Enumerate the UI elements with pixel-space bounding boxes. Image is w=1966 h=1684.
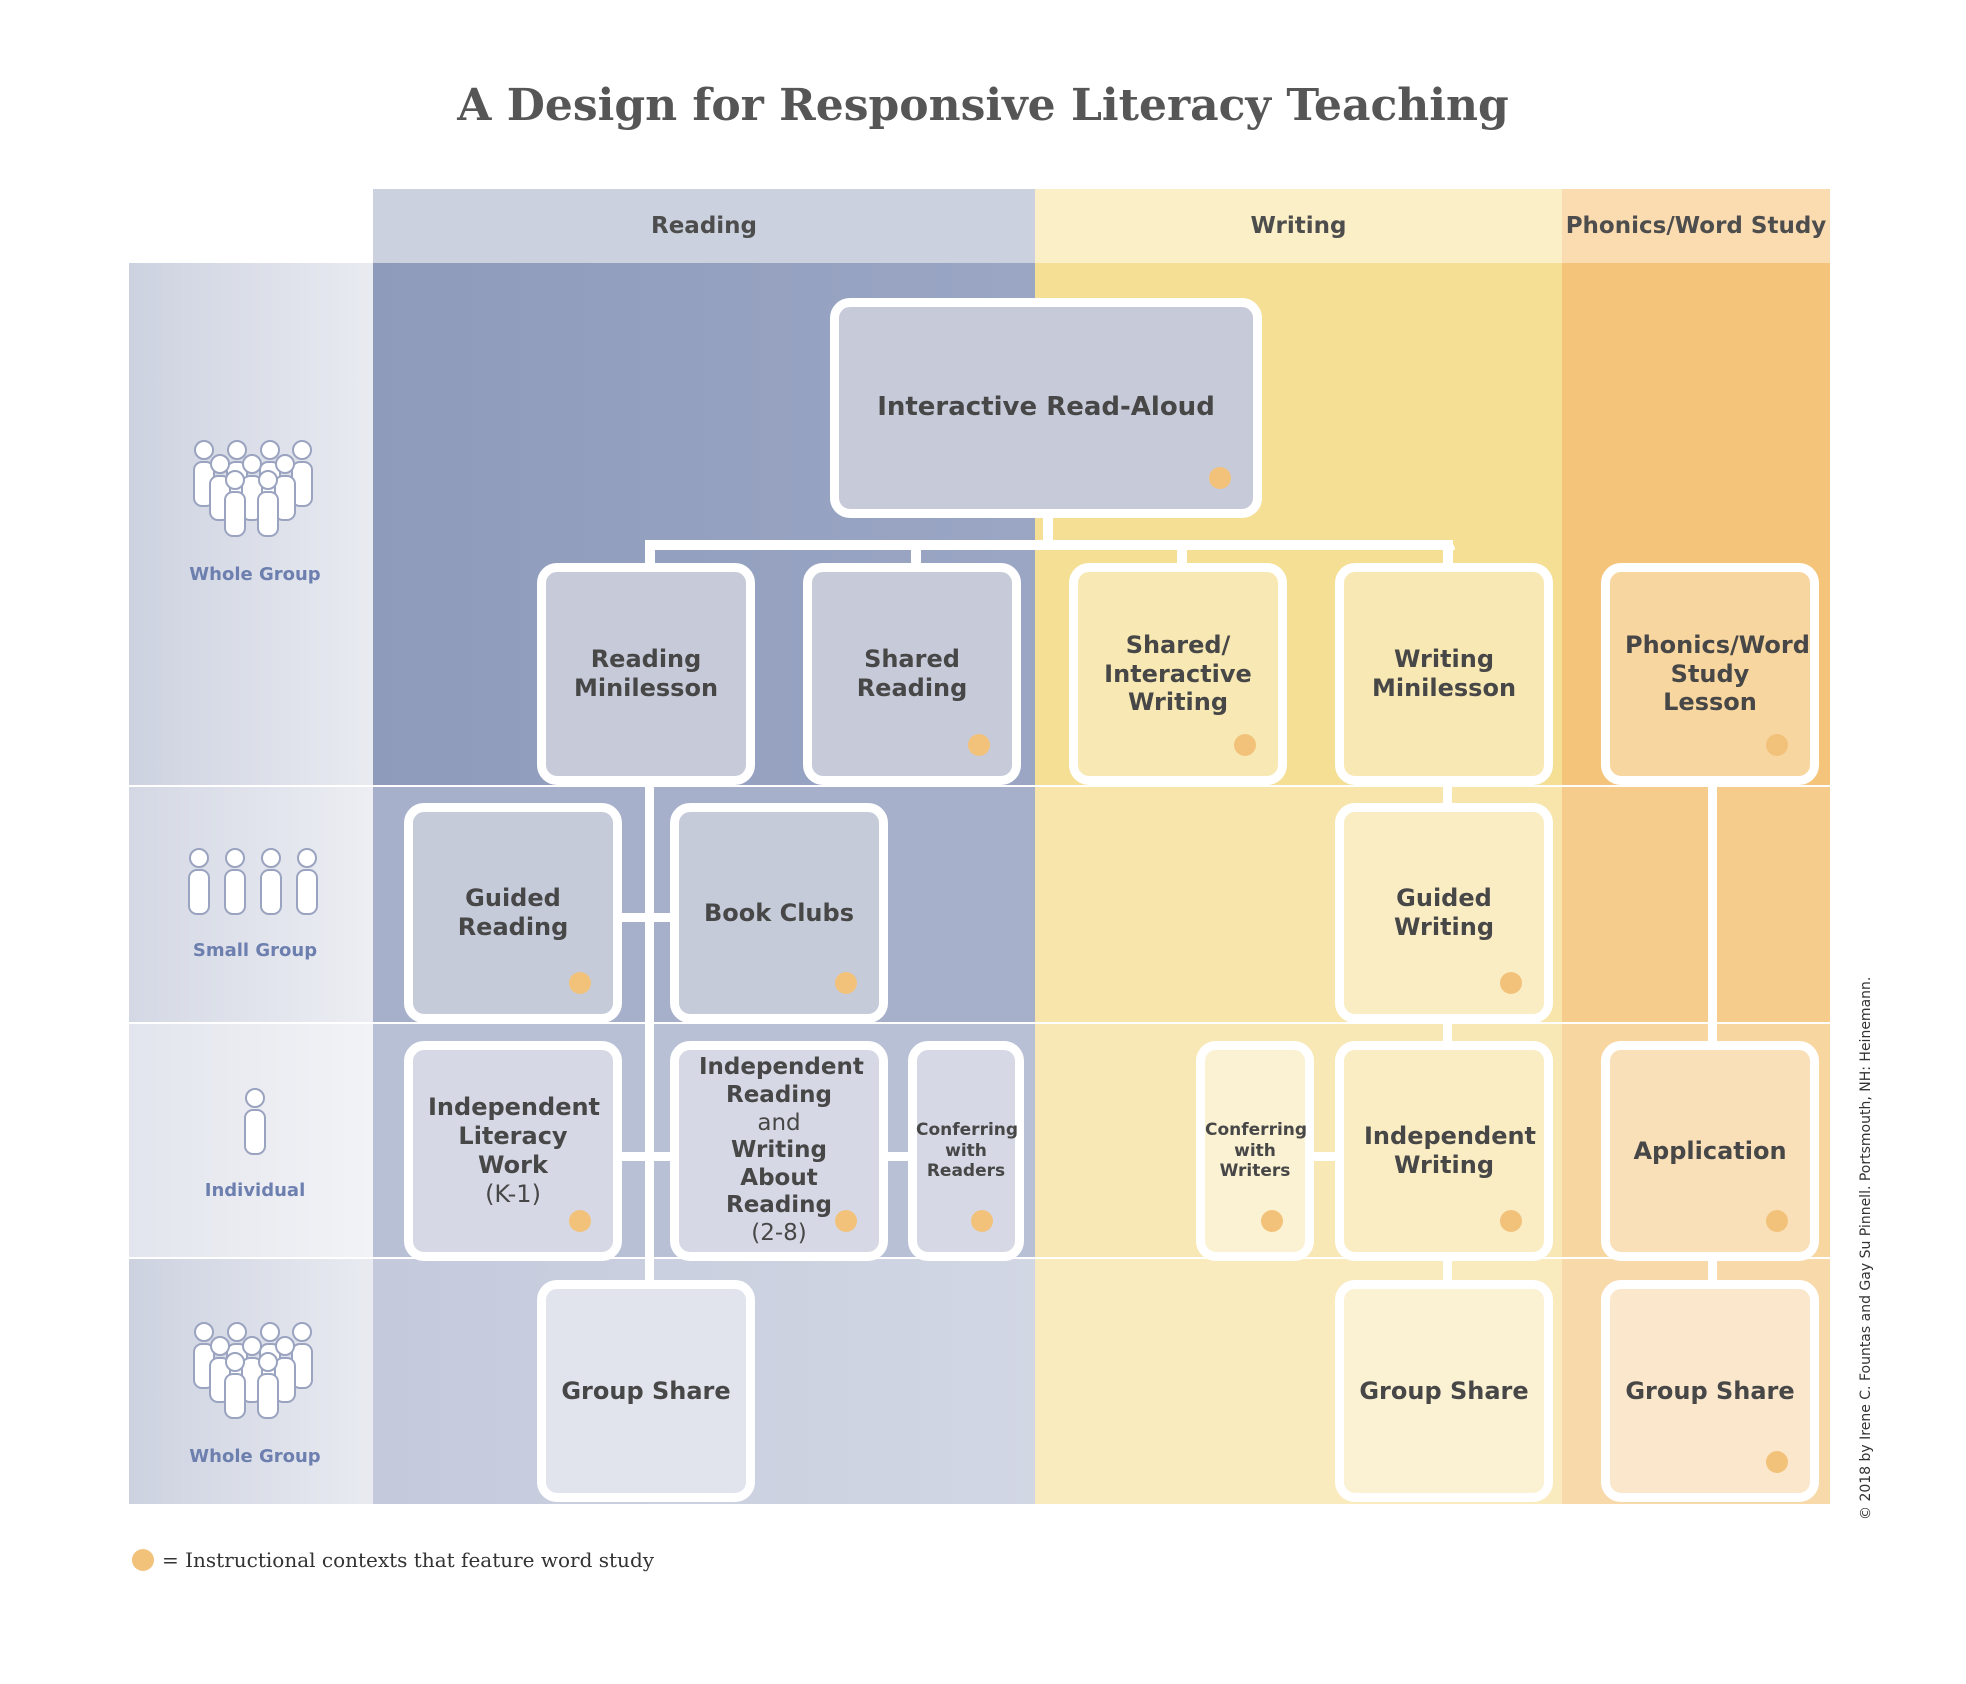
connector: [911, 540, 921, 570]
word-study-dot: [1500, 1210, 1522, 1232]
card-label: Application: [1633, 1136, 1787, 1165]
card-phonics-word-study-lesson: Phonics/Word Study Lesson: [1601, 563, 1819, 785]
card-label: Group Share: [561, 1376, 731, 1405]
card-application: Application: [1601, 1041, 1819, 1261]
card-label: Shared Reading: [856, 645, 968, 702]
word-study-dot: [1234, 734, 1256, 756]
card-label: Guided Writing: [1393, 884, 1495, 941]
card-group-share-writing: Group Share: [1335, 1280, 1553, 1502]
whole-group-icon: [193, 1322, 313, 1419]
row-label-whole-group-bottom: Whole Group: [189, 1446, 321, 1467]
word-study-dot: [835, 972, 857, 994]
row-label-individual: Individual: [204, 1180, 306, 1201]
word-study-dot: [132, 1549, 154, 1571]
connector: [1708, 1254, 1717, 1282]
row-band-small-group: [129, 787, 373, 1022]
connector: [1443, 540, 1453, 570]
connector: [620, 1152, 680, 1161]
card-label: Phonics/Word Study Lesson: [1625, 630, 1810, 717]
card-grade-range: (2-8): [751, 1219, 807, 1246]
card-conferring-with-writers: Conferring with Writers: [1196, 1041, 1314, 1261]
word-study-dot: [1766, 1210, 1788, 1232]
card-guided-reading: Guided Reading: [404, 803, 622, 1023]
card-label: Writing Minilesson: [1371, 645, 1517, 702]
card-connector-word: and: [757, 1109, 801, 1136]
individual-icon: [244, 1088, 266, 1155]
word-study-dot: [1261, 1210, 1283, 1232]
card-group-share-phonics: Group Share: [1601, 1280, 1819, 1502]
word-study-dot: [569, 972, 591, 994]
whole-group-icon: [193, 440, 313, 537]
card-label: Group Share: [1625, 1376, 1795, 1405]
connector: [645, 540, 655, 570]
connector: [1443, 780, 1452, 810]
word-study-dot: [1209, 467, 1231, 489]
legend: = Instructional contexts that feature wo…: [132, 1548, 654, 1572]
card-label: Conferring with Writers: [1205, 1120, 1308, 1182]
card-group-share-reading: Group Share: [537, 1280, 755, 1502]
card-label: Independent Writing: [1364, 1122, 1537, 1179]
connector: [885, 1152, 915, 1161]
card-writing-minilesson: Writing Minilesson: [1335, 563, 1553, 785]
card-shared-interactive-writing: Shared/ Interactive Writing: [1069, 563, 1287, 785]
card-label: Conferring with Readers: [916, 1120, 1019, 1182]
word-study-dot: [971, 1210, 993, 1232]
card-conferring-with-readers: Conferring with Readers: [908, 1041, 1024, 1261]
card-label: Independent Literacy Work: [428, 1093, 601, 1179]
card-label: Interactive Read-Aloud: [877, 392, 1215, 423]
row-label-small-group: Small Group: [192, 940, 318, 961]
connector: [1708, 780, 1717, 1046]
word-study-dot: [1766, 734, 1788, 756]
row-label-whole-group-top: Whole Group: [189, 564, 321, 585]
copyright-notice: © 2018 by Irene C. Fountas and Gay Su Pi…: [1858, 976, 1874, 1520]
card-label: Shared/ Interactive Writing: [1104, 630, 1252, 717]
column-header-phonics: Phonics/Word Study: [1562, 189, 1830, 263]
phonics-band-small-group: [1562, 787, 1830, 1022]
card-independent-literacy-work: Independent Literacy Work (K-1): [404, 1041, 622, 1261]
row-band-whole-group-top: [129, 263, 373, 785]
connector: [645, 540, 1455, 550]
card-independent-reading: Independent Reading and Writing About Re…: [670, 1041, 888, 1261]
connector: [1443, 1254, 1452, 1282]
column-header-writing: Writing: [1035, 189, 1562, 263]
legend-text: = Instructional contexts that feature wo…: [162, 1548, 655, 1572]
word-study-dot: [1500, 972, 1522, 994]
connector: [1043, 517, 1053, 543]
word-study-dot: [1766, 1451, 1788, 1473]
card-label: Group Share: [1359, 1376, 1529, 1405]
card-label: Book Clubs: [704, 898, 854, 927]
diagram-title: A Design for Responsive Literacy Teachin…: [457, 80, 1509, 131]
connector: [1305, 1152, 1335, 1161]
word-study-dot: [968, 734, 990, 756]
card-interactive-read-aloud: Interactive Read-Aloud: [830, 298, 1262, 518]
card-grade-range: (K-1): [485, 1179, 541, 1208]
word-study-dot: [835, 1210, 857, 1232]
card-label: Guided Reading: [457, 884, 569, 941]
card-label: Reading Minilesson: [573, 645, 719, 702]
card-reading-minilesson: Reading Minilesson: [537, 563, 755, 785]
word-study-dot: [569, 1210, 591, 1232]
card-guided-writing: Guided Writing: [1335, 803, 1553, 1023]
connector: [620, 913, 680, 922]
card-label: Independent Reading: [699, 1054, 864, 1109]
connector: [1177, 540, 1187, 570]
card-label: Writing About Reading: [725, 1137, 832, 1219]
card-shared-reading: Shared Reading: [803, 563, 1021, 785]
connector: [645, 780, 654, 1290]
card-independent-writing: Independent Writing: [1335, 1041, 1553, 1261]
card-book-clubs: Book Clubs: [670, 803, 888, 1023]
column-header-reading: Reading: [373, 189, 1035, 263]
small-group-icon: [188, 848, 318, 915]
connector: [1443, 1018, 1452, 1046]
